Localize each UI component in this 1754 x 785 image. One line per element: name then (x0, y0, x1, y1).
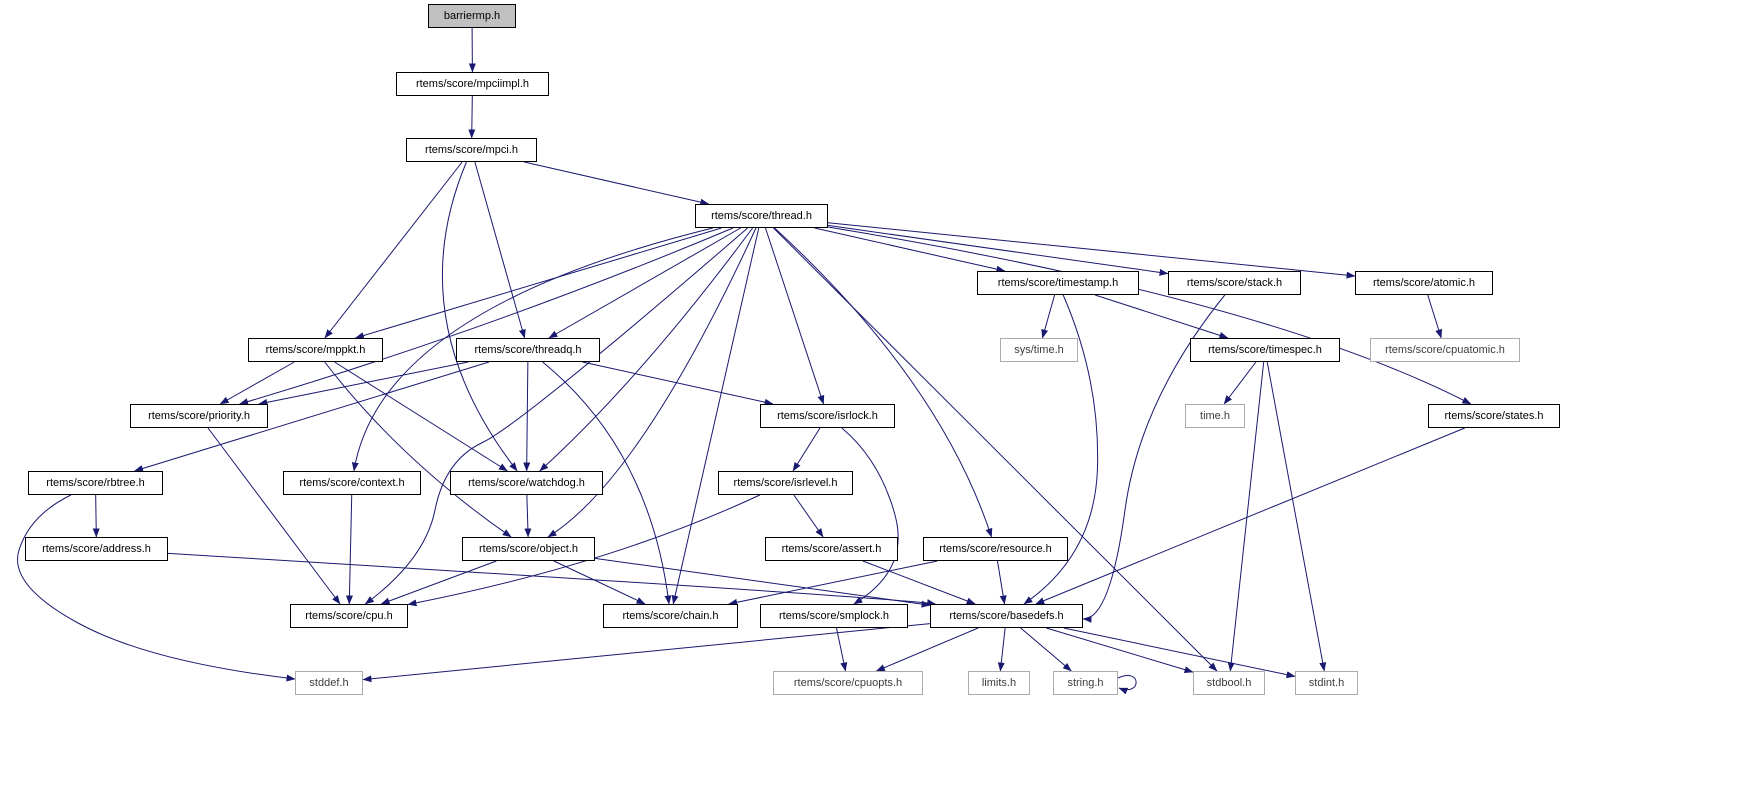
edge-mppkt-to-object (324, 361, 512, 538)
edge-mpci-to-watchdog (441, 161, 518, 472)
edge-timestamp-to-basedefs (1023, 294, 1099, 605)
edge-stack-to-basedefs (1082, 294, 1226, 623)
edge-object-to-cpu (380, 560, 497, 605)
node-string: string.h (1053, 671, 1118, 695)
node-stdint: stdint.h (1295, 671, 1358, 695)
node-cpu[interactable]: rtems/score/cpu.h (290, 604, 408, 628)
node-assert[interactable]: rtems/score/assert.h (765, 537, 898, 561)
edge-thread-to-mppkt (354, 227, 722, 339)
node-resource[interactable]: rtems/score/resource.h (923, 537, 1068, 561)
edge-mpciimpl-to-mpci (468, 95, 476, 139)
node-isrlock[interactable]: rtems/score/isrlock.h (760, 404, 895, 428)
edge-priority-to-cpu (207, 427, 341, 605)
node-smplock[interactable]: rtems/score/smplock.h (760, 604, 908, 628)
node-cpuopts: rtems/score/cpuopts.h (773, 671, 923, 695)
node-mppkt[interactable]: rtems/score/mppkt.h (248, 338, 383, 362)
edge-thread-to-chain (671, 227, 760, 605)
node-basedefs[interactable]: rtems/score/basedefs.h (930, 604, 1083, 628)
edge-thread-to-stack (827, 224, 1169, 276)
edge-resource-to-chain (728, 560, 938, 606)
edge-watchdog-to-object (524, 494, 532, 538)
node-priority[interactable]: rtems/score/priority.h (130, 404, 268, 428)
edge-mppkt-to-priority (219, 361, 295, 405)
edge-timespec-to-stdbool (1227, 361, 1265, 672)
edge-isrlevel-to-cpu (407, 494, 761, 607)
edge-assert-to-basedefs (862, 560, 976, 605)
edge-resource-to-basedefs (996, 560, 1007, 605)
edge-object-to-chain (553, 560, 646, 605)
edge-basedefs-to-limits (997, 627, 1006, 672)
edge-states-to-basedefs (1035, 427, 1465, 605)
edge-thread-to-states (827, 226, 1472, 405)
edge-mpci-to-thread (524, 161, 710, 206)
edge-rbtree-to-stddef (17, 494, 296, 682)
edge-thread-to-context (351, 227, 713, 472)
node-timespec[interactable]: rtems/score/timespec.h (1190, 338, 1340, 362)
edge-thread-to-timestamp (814, 227, 1006, 273)
edge-threadq-to-watchdog (523, 361, 531, 472)
edge-atomic-to-cpuatomic (1427, 294, 1443, 339)
edge-thread-to-threadq (548, 227, 741, 339)
edge-mpci-to-mppkt (324, 161, 463, 339)
node-limits: limits.h (968, 671, 1030, 695)
edge-mpci-to-threadq (474, 161, 526, 339)
edge-mppkt-to-watchdog (334, 361, 508, 472)
edge-address-to-basedefs (167, 552, 936, 607)
edge-thread-to-watchdog (539, 227, 754, 472)
edge-thread-to-priority (239, 227, 734, 405)
edge-isrlevel-to-assert (793, 494, 824, 538)
node-stddef: stddef.h (295, 671, 363, 695)
node-chain[interactable]: rtems/score/chain.h (603, 604, 738, 628)
edge-isrlock-to-smplock (841, 427, 899, 605)
node-watchdog[interactable]: rtems/score/watchdog.h (450, 471, 603, 495)
node-threadq[interactable]: rtems/score/threadq.h (456, 338, 600, 362)
node-stdbool: stdbool.h (1193, 671, 1265, 695)
node-stack[interactable]: rtems/score/stack.h (1168, 271, 1301, 295)
edge-timestamp-to-timespec (1094, 294, 1229, 339)
edge-thread-to-isrlock (764, 227, 825, 405)
edge-isrlock-to-isrlevel (792, 427, 821, 472)
edge-thread-to-resource (774, 227, 993, 538)
node-timestamp[interactable]: rtems/score/timestamp.h (977, 271, 1139, 295)
edge-timespec-to-stdint (1266, 361, 1327, 672)
node-mpci[interactable]: rtems/score/mpci.h (406, 138, 537, 162)
edge-context-to-cpu (345, 494, 353, 605)
edge-thread-to-stdbool (773, 227, 1218, 672)
edge-threadq-to-chain (542, 361, 672, 605)
edge-thread-to-object (547, 227, 757, 538)
node-isrlevel[interactable]: rtems/score/isrlevel.h (718, 471, 853, 495)
node-address[interactable]: rtems/score/address.h (25, 537, 168, 561)
edge-timespec-to-time (1223, 361, 1257, 405)
edge-threadq-to-priority (258, 361, 469, 406)
edge-threadq-to-rbtree (134, 361, 490, 472)
edge-basedefs-to-stdbool (1046, 627, 1194, 674)
edge-basedefs-to-string (1020, 627, 1072, 672)
node-atomic[interactable]: rtems/score/atomic.h (1355, 271, 1493, 295)
node-rbtree[interactable]: rtems/score/rbtree.h (28, 471, 163, 495)
edge-timestamp-to-systime (1041, 294, 1056, 339)
edge-thread-to-atomic (827, 222, 1356, 279)
edge-basedefs-to-stddef (362, 623, 931, 683)
edge-threadq-to-isrlock (582, 361, 774, 406)
node-systime: sys/time.h (1000, 338, 1078, 362)
node-object[interactable]: rtems/score/object.h (462, 537, 595, 561)
node-context[interactable]: rtems/score/context.h (283, 471, 421, 495)
edge-rbtree-to-address (92, 494, 100, 538)
node-barriermp: barriermp.h (428, 4, 516, 28)
edge-basedefs-to-cpuopts (875, 627, 979, 672)
node-thread[interactable]: rtems/score/thread.h (695, 204, 828, 228)
node-time: time.h (1185, 404, 1245, 428)
node-states[interactable]: rtems/score/states.h (1428, 404, 1560, 428)
edge-basedefs-to-stdint (1063, 627, 1296, 679)
edge-smplock-to-cpuopts (836, 627, 848, 672)
node-mpciimpl[interactable]: rtems/score/mpciimpl.h (396, 72, 549, 96)
node-cpuatomic: rtems/score/cpuatomic.h (1370, 338, 1520, 362)
edge-object-to-basedefs (594, 557, 931, 608)
edge-string-to-string (1117, 675, 1137, 695)
